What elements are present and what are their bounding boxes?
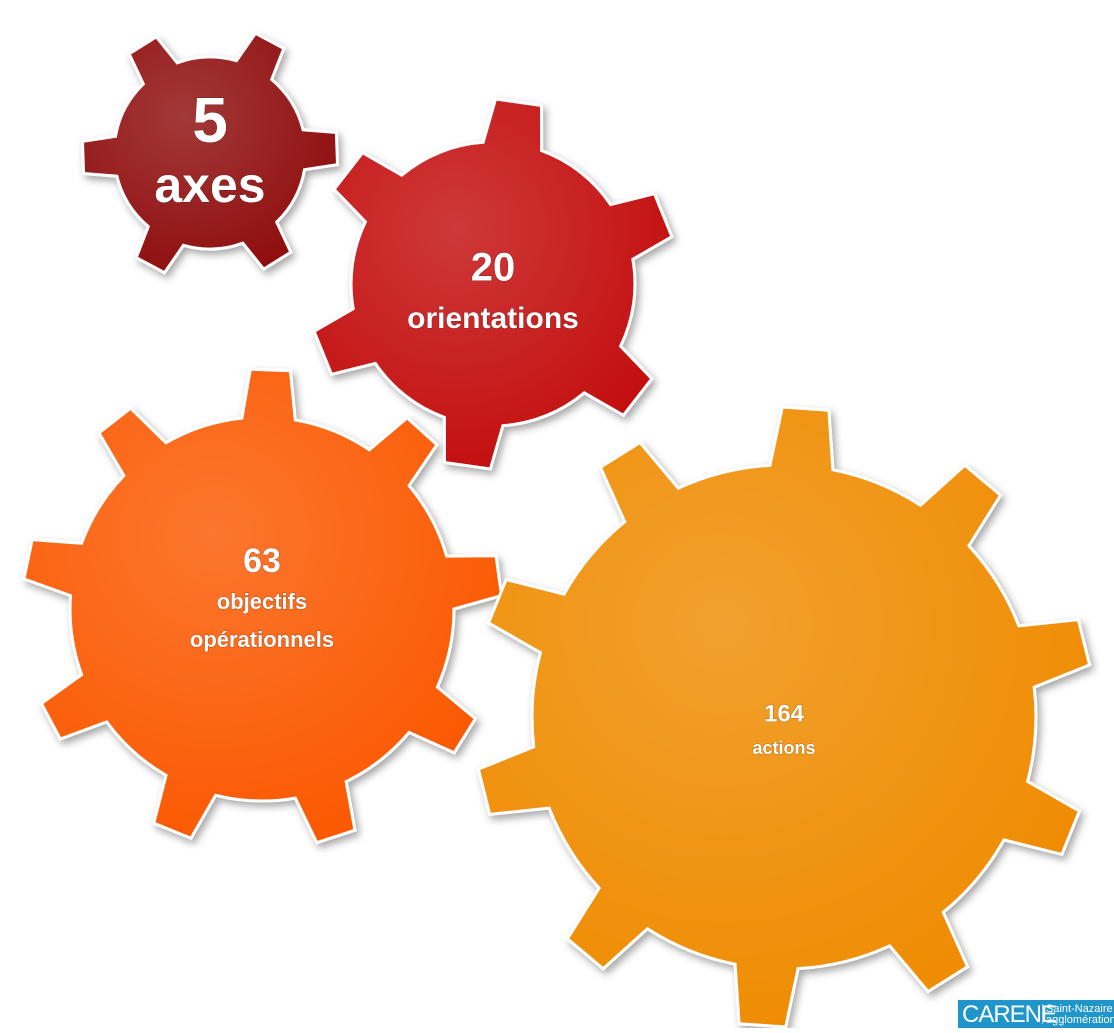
gear-objectifs: 63 objectifs opérationnels — [22, 367, 504, 845]
carene-logo-name: CARENE — [962, 1001, 1057, 1028]
gear-axes-gloss — [82, 33, 338, 273]
gear-actions-gloss — [478, 407, 1090, 1027]
gear-actions-label: actions — [752, 738, 815, 758]
gear-actions-number: 164 — [764, 700, 805, 727]
gear-axes: 5 axes — [80, 31, 340, 275]
gear-orientations-number: 20 — [471, 246, 516, 290]
gear-orientations: 20 orientations — [312, 97, 674, 471]
gear-objectifs-label-line1: objectifs — [217, 589, 307, 614]
gear-axes-label: axes — [154, 157, 265, 213]
gear-objectifs-label-line2: opérationnels — [190, 627, 334, 652]
gear-orientations-label: orientations — [407, 302, 579, 335]
gear-axes-number: 5 — [192, 84, 228, 156]
carene-logo-divider — [1042, 1004, 1043, 1024]
carene-logo-subtitle-line2: agglomération — [1046, 1014, 1114, 1026]
carene-logo: CARENE Saint-Nazaire agglomération — [958, 1000, 1114, 1028]
gear-objectifs-gloss — [23, 369, 502, 843]
gear-orientations-gloss — [314, 99, 672, 469]
carene-logo-subtitle-line1: Saint-Nazaire — [1046, 1003, 1113, 1015]
gear-objectifs-number: 63 — [243, 542, 281, 580]
gear-actions: 164 actions — [476, 405, 1092, 1029]
